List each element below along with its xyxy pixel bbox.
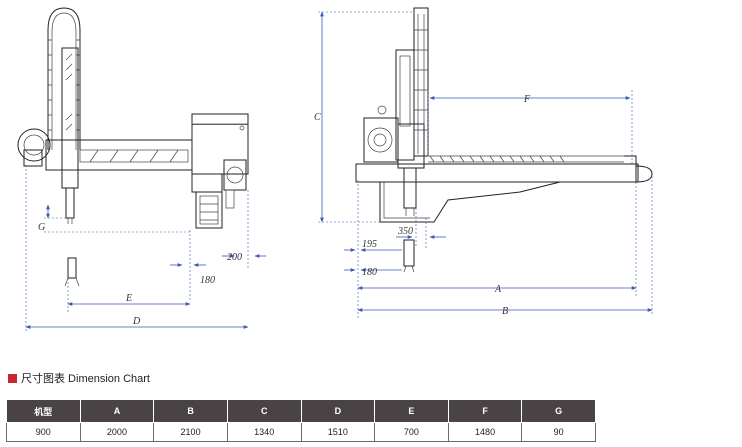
dim-200-left: 200 bbox=[227, 252, 242, 263]
dim-350: 350 bbox=[397, 226, 413, 237]
table-header-cell: B bbox=[153, 399, 228, 423]
section-heading: 尺寸图表 Dimension Chart bbox=[8, 370, 150, 386]
table-header-cell: E bbox=[374, 399, 449, 423]
dim-d: D bbox=[132, 316, 141, 327]
dim-195: 195 bbox=[362, 239, 377, 250]
dim-e: E bbox=[125, 293, 132, 304]
dim-g: G bbox=[38, 222, 45, 233]
dim-f: F bbox=[523, 94, 531, 105]
dimension-drawing: G 200 180 E D bbox=[17, 7, 653, 332]
dim-b: B bbox=[502, 306, 508, 317]
table-header-cell: D bbox=[300, 399, 376, 423]
dim-180-left: 180 bbox=[200, 275, 215, 286]
dim-180-right: 180 bbox=[362, 267, 377, 278]
table-cell: 700 bbox=[374, 422, 449, 442]
table-header-cell: F bbox=[447, 399, 523, 423]
dim-a: A bbox=[494, 284, 502, 295]
right-view-dimensions: C F 350 195 180 A B bbox=[314, 11, 653, 318]
table-row: 900 2000 2100 1340 1510 700 1480 90 bbox=[6, 422, 596, 442]
table-header-cell: G bbox=[521, 399, 596, 423]
left-view-dimensions: G 200 180 E D bbox=[25, 165, 266, 332]
table-cell: 1480 bbox=[447, 422, 523, 442]
left-side-view bbox=[17, 7, 249, 287]
table-header-cell: A bbox=[79, 399, 155, 423]
table-header-cell: 机型 bbox=[6, 399, 81, 423]
table-header-cell: C bbox=[226, 399, 302, 423]
table-cell: 90 bbox=[521, 422, 596, 442]
section-title: 尺寸图表 Dimension Chart bbox=[21, 373, 150, 385]
table-header-row: 机型 A B C D E F G bbox=[6, 399, 596, 423]
right-front-view bbox=[355, 7, 653, 273]
table-cell: 1340 bbox=[226, 422, 302, 442]
table-cell: 2000 bbox=[79, 422, 155, 442]
section-marker bbox=[8, 373, 17, 383]
table-cell: 2100 bbox=[153, 422, 228, 442]
table-cell: 1510 bbox=[300, 422, 376, 442]
table-cell: 900 bbox=[6, 422, 81, 442]
dimension-table: 机型 A B C D E F G 900 2000 2100 1340 1510… bbox=[6, 399, 596, 442]
dim-c: C bbox=[314, 112, 321, 123]
